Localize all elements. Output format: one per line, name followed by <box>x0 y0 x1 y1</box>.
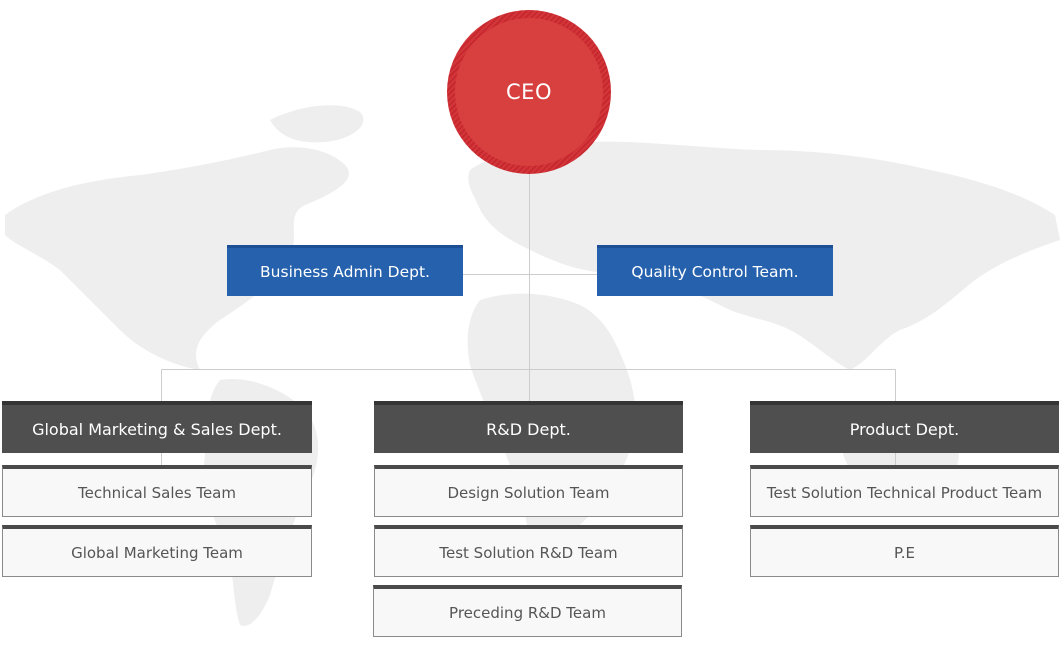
test-solution-technical-product-team-box: Test Solution Technical Product Team <box>750 465 1059 517</box>
ceo-inner-circle: CEO <box>455 18 603 166</box>
global-marketing-team-box: Global Marketing Team <box>2 525 312 577</box>
ceo-label: CEO <box>506 80 552 104</box>
ceo-node: CEO <box>447 10 611 174</box>
business-admin-dept-box: Business Admin Dept. <box>227 245 463 296</box>
rnd-dept-box: R&D Dept. <box>374 401 683 453</box>
technical-sales-team-box: Technical Sales Team <box>2 465 312 517</box>
product-dept-box: Product Dept. <box>750 401 1059 453</box>
design-solution-team-box: Design Solution Team <box>374 465 683 517</box>
global-marketing-sales-dept-box: Global Marketing & Sales Dept. <box>2 401 312 453</box>
test-solution-rnd-team-box: Test Solution R&D Team <box>374 525 683 577</box>
preceding-rnd-team-box: Preceding R&D Team <box>373 585 682 637</box>
quality-control-team-box: Quality Control Team. <box>597 245 833 296</box>
pe-team-box: P.E <box>750 525 1059 577</box>
